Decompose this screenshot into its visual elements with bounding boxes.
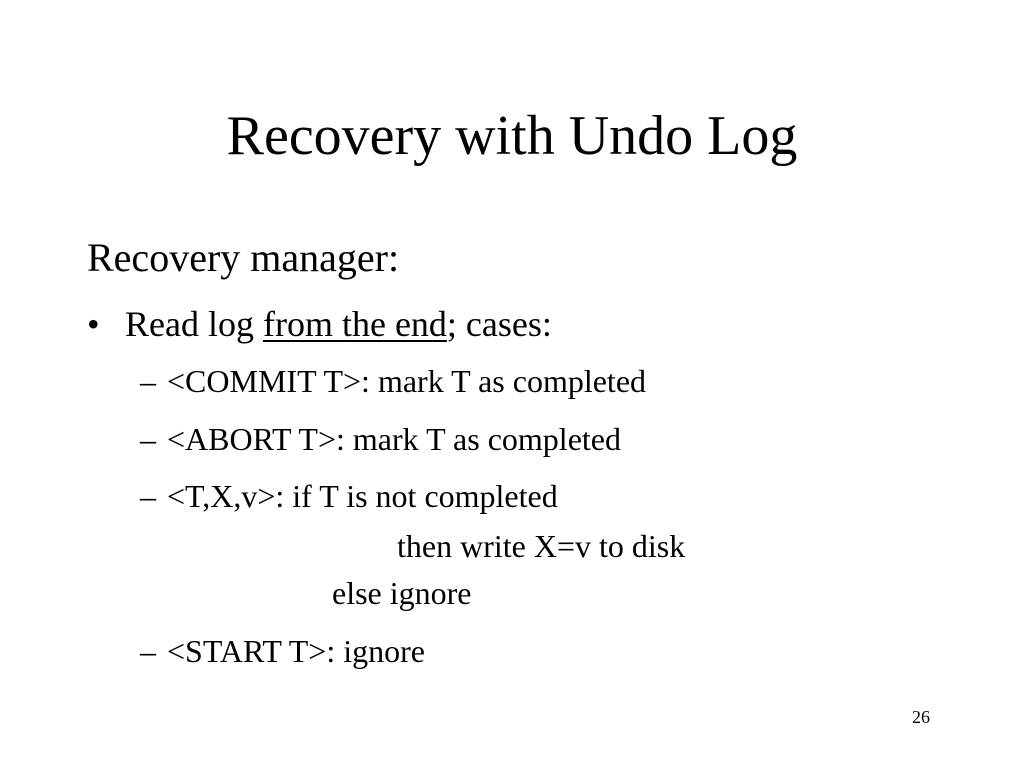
case-dash: – <box>140 421 156 457</box>
slide-title: Recovery with Undo Log <box>226 105 798 167</box>
case-update-record: –<T,X,v>: if T is not completed <box>140 475 558 517</box>
case-text: <START T>: ignore <box>167 633 425 669</box>
case-then-clause: then write X=v to disk <box>397 528 686 564</box>
case-text: <T,X,v>: if T is not completed <box>167 478 558 514</box>
bullet-underlined-text: from the end <box>262 304 447 344</box>
case-abort: –<ABORT T>: mark T as completed <box>140 418 621 460</box>
bullet-suffix: ; cases: <box>446 304 552 344</box>
page-number: 26 <box>912 707 930 727</box>
case-dash: – <box>140 478 156 514</box>
bullet-marker: • <box>87 304 100 344</box>
case-text: <COMMIT T>: mark T as completed <box>167 363 647 399</box>
bullet-prefix: Read log <box>125 304 263 344</box>
bullet-item: • Read log from the end; cases: <box>87 300 552 348</box>
case-dash: – <box>140 633 156 669</box>
case-dash: – <box>140 363 156 399</box>
case-else-clause: else ignore <box>332 575 472 611</box>
section-heading: Recovery manager: <box>87 235 400 280</box>
case-start: –<START T>: ignore <box>140 630 425 672</box>
case-text: <ABORT T>: mark T as completed <box>167 421 621 457</box>
case-commit: –<COMMIT T>: mark T as completed <box>140 360 646 402</box>
